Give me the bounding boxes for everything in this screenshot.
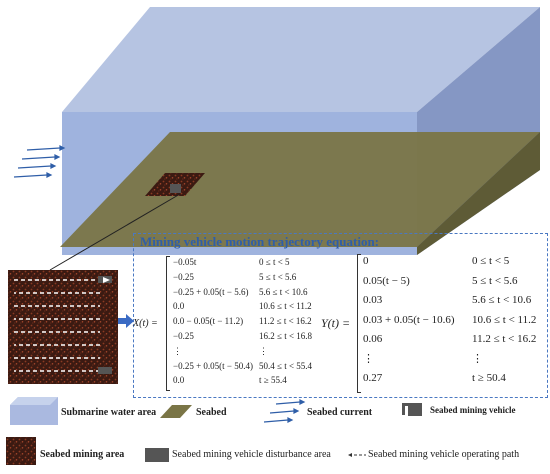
x-equation-row-expr: −0.25 [173, 331, 194, 341]
equation-box [133, 233, 548, 398]
legend-vehicle-icon [402, 403, 422, 416]
y-equation-row-condition: 10.6 ≤ t < 11.2 [472, 313, 537, 326]
legend-current-label: Seabed current [307, 407, 373, 418]
y-equation-row-expr: 0.05(t − 5) [363, 274, 410, 287]
x-equation-row-expr: 0.0 [173, 301, 185, 312]
x-equation-row-condition: 16.2 ≤ t < 16.8 [259, 331, 313, 341]
y-equation-row-condition: 0 ≤ t < 5 [472, 255, 510, 267]
x-equation-row-expr: −0.25 + 0.05(t − 5.6) [173, 286, 249, 297]
seabed-side [417, 132, 540, 255]
zoom-connector [49, 193, 181, 271]
x-equation-row-condition: t ≥ 55.4 [259, 375, 287, 386]
y-equation-row-condition: 5 ≤ t < 5.6 [472, 274, 518, 287]
legend-water-label: Submarine water area [61, 407, 157, 418]
y-equation-row-expr: 0.06 [363, 333, 383, 345]
legend-seabed-swatch [160, 405, 192, 418]
x-equation-row-expr: 0.0 [173, 375, 185, 386]
legend-water-top [10, 397, 58, 405]
legend-vehicle-label: Seabed mining vehicle [430, 405, 516, 415]
x-equation-row-expr: −0.05t [173, 257, 197, 267]
mining-vehicle-marker [170, 184, 181, 193]
x-equation-row-condition: 50.4 ≤ t < 55.4 [259, 360, 313, 371]
equation-title: Mining vehicle motion trajectory equatio… [140, 234, 380, 249]
legend-disturbance-label: Seabed mining vehicle disturbance area [172, 449, 331, 460]
x-equation-row-condition: 10.6 ≤ t < 11.2 [259, 301, 312, 312]
right-arrow-icon [118, 314, 134, 328]
x-equation-label: X(t) = [133, 318, 158, 329]
x-equation-row-condition: 0 ≤ t < 5 [259, 257, 290, 267]
y-equation-row-condition: 11.2 ≤ t < 16.2 [472, 333, 537, 345]
seabed-surface [60, 132, 540, 247]
legend-mining-area-label: Seabed mining area [40, 449, 125, 460]
current-arrows-icon [13, 145, 66, 178]
y-equation-row-expr: 0.27 [363, 372, 383, 384]
y-equation-row-condition: t ≥ 50.4 [472, 372, 506, 384]
x-brace [166, 256, 170, 391]
y-equation-row-expr: 0.03 [363, 294, 383, 306]
legend-current-icon [263, 399, 306, 423]
x-equation-row-condition: 5.6 ≤ t < 10.6 [259, 286, 308, 297]
legend-path-label: Seabed mining vehicle operating path [368, 449, 520, 460]
legend-path-arrowhead [348, 453, 352, 457]
y-equation-row-expr: ⋮ [363, 352, 374, 365]
x-equation-row-expr: −0.25 + 0.05(t − 50.4) [173, 360, 253, 371]
water-top-face [62, 7, 540, 112]
y-brace [357, 254, 361, 393]
legend-seabed-label: Seabed [196, 407, 227, 418]
mining-area-zoom [8, 270, 118, 384]
x-equation-row-condition: 5 ≤ t < 5.6 [259, 271, 297, 282]
x-equation-row-expr: −0.25 [173, 271, 194, 282]
y-equation-row-condition: 5.6 ≤ t < 10.6 [472, 294, 532, 306]
operating-path-arrows [14, 279, 100, 372]
y-equation-label: Y(t) = [321, 316, 351, 330]
x-equation-row-condition: 11.2 ≤ t < 16.2 [259, 316, 312, 327]
y-equation-row-condition: ⋮ [472, 352, 483, 365]
path-turn-markers [98, 276, 112, 374]
x-equation-row-expr: 0.0 − 0.05(t − 11.2) [173, 316, 244, 327]
x-equation-row-expr: ⋮ [173, 345, 182, 356]
legend-disturbance-swatch [145, 448, 169, 462]
y-equation-row-expr: 0.03 + 0.05(t − 10.6) [363, 313, 455, 326]
legend-mining-area-swatch [6, 437, 36, 465]
y-equation-row-expr: 0 [363, 255, 369, 267]
x-equation-row-condition: ⋮ [259, 345, 268, 356]
